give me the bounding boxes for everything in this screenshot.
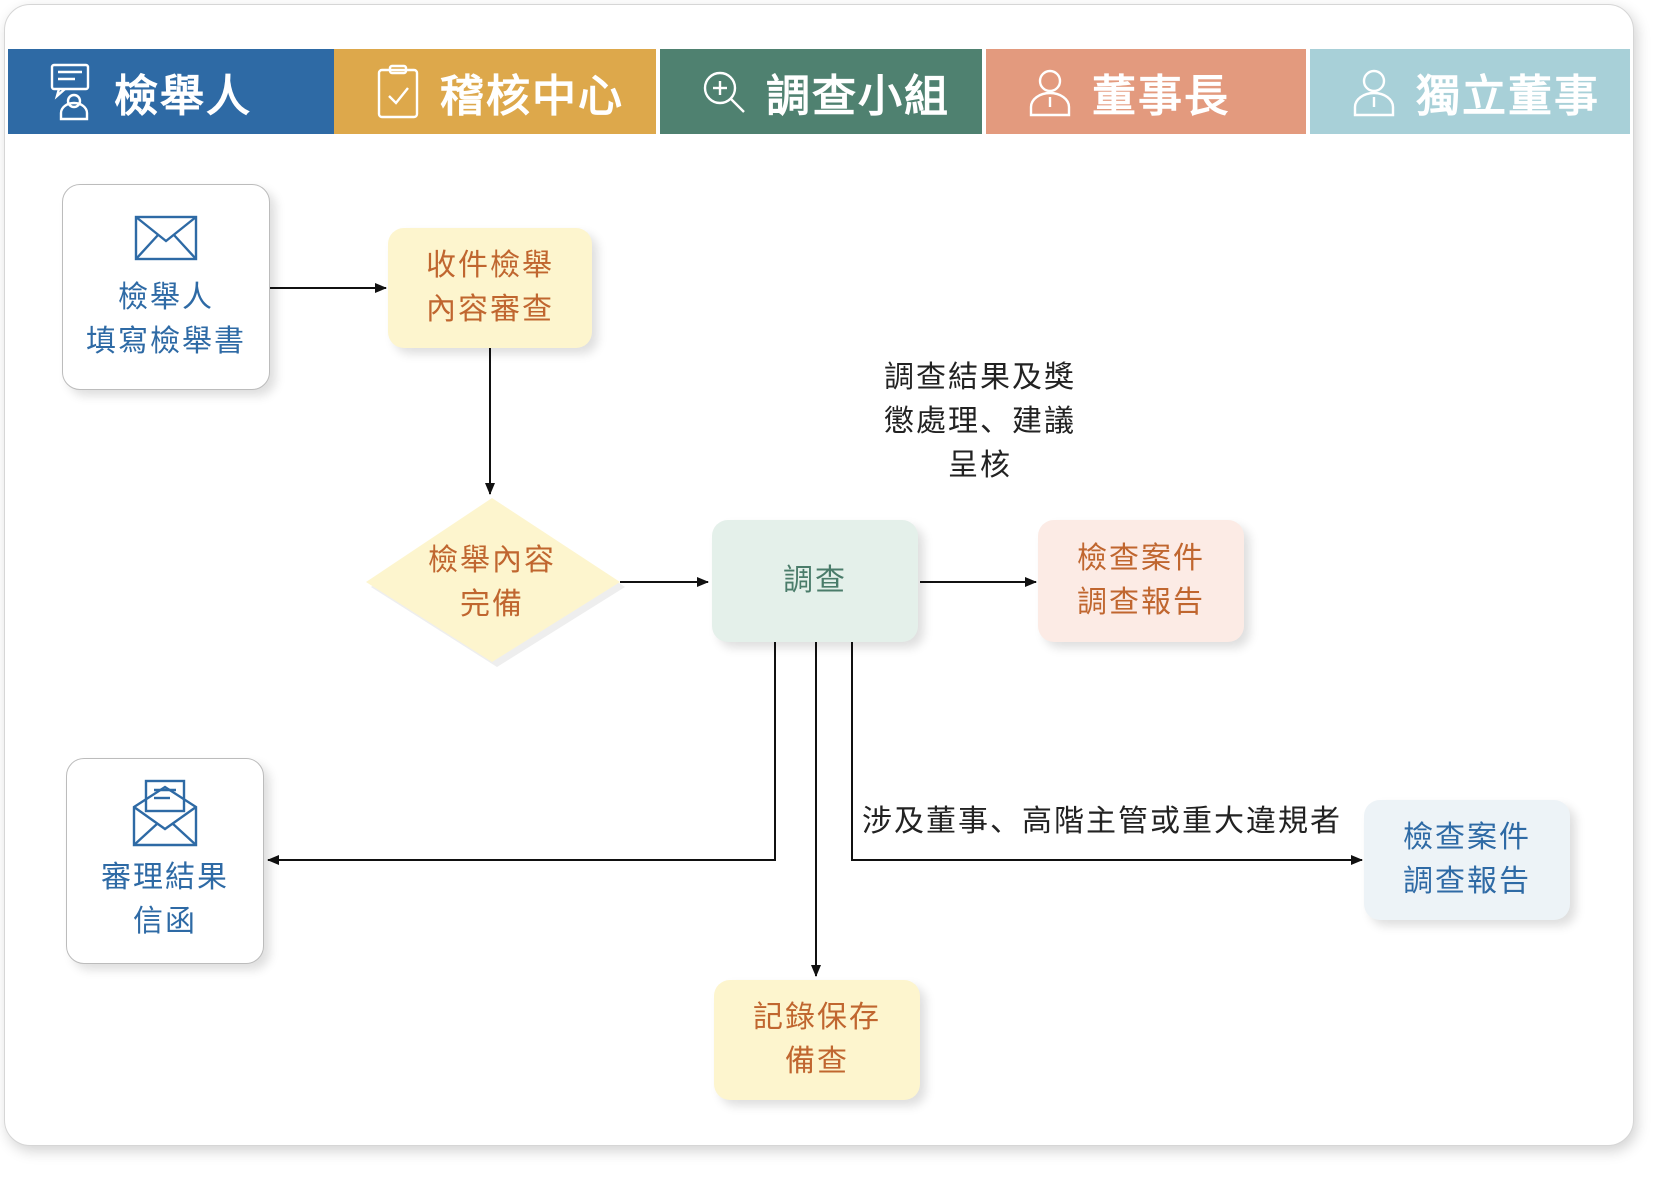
lane-label: 調查小組	[766, 70, 950, 122]
annotation-line: 懲處理、建議	[884, 404, 1076, 439]
node-text-line: 備查	[785, 1044, 849, 1079]
node-record-keep: 記錄保存 備查	[714, 980, 920, 1100]
lane-label: 董事長	[1092, 70, 1230, 122]
annotation-line: 涉及董事、高階主管或重大違規者	[862, 804, 1342, 839]
node-text-line: 收件檢舉	[426, 248, 554, 283]
node-text-line: 調查報告	[1077, 585, 1205, 620]
node-investigate: 調查	[712, 520, 918, 642]
annotation-escalation: 涉及董事、高階主管或重大違規者	[862, 800, 1342, 844]
lane-header-investigation-team: 調查小組	[660, 49, 982, 134]
node-report-chairman: 檢查案件 調查報告	[1038, 520, 1244, 642]
arrow-investigate-to-independent	[851, 642, 1363, 865]
lane-header-chairman: 董事長	[986, 49, 1306, 134]
node-text-line: 完備	[460, 587, 524, 622]
lane-label: 獨立董事	[1416, 70, 1600, 122]
envelope-icon	[134, 210, 198, 266]
node-text-line: 檢查案件	[1077, 541, 1205, 576]
node-reporter-form: 檢舉人 填寫檢舉書	[62, 184, 270, 390]
person-icon	[1026, 64, 1074, 120]
lane-header-independent-director: 獨立董事	[1310, 49, 1630, 134]
annotation-line: 調查結果及獎	[884, 360, 1076, 395]
open-letter-icon	[132, 778, 198, 848]
node-text-line: 信函	[133, 904, 197, 939]
lane-label: 檢舉人	[114, 70, 252, 122]
node-text-line: 調查報告	[1403, 864, 1531, 899]
node-text-line: 調查	[783, 563, 847, 598]
annotation-result-note: 調查結果及獎 懲處理、建議 呈核	[860, 356, 1100, 488]
annotation-line: 呈核	[948, 448, 1012, 483]
node-text-line: 審理結果	[101, 860, 229, 895]
node-complete-decision: 檢舉內容 完備	[392, 536, 592, 630]
node-text-line: 記錄保存	[753, 1000, 881, 1035]
node-text-line: 填寫檢舉書	[86, 324, 246, 359]
node-report-independent: 檢查案件 調查報告	[1364, 800, 1570, 920]
node-text-line: 檢舉內容	[428, 543, 556, 578]
clipboard-check-icon	[374, 64, 422, 120]
node-result-letter: 審理結果 信函	[66, 758, 264, 964]
magnifier-icon	[700, 64, 748, 120]
node-text-line: 檢舉人	[118, 280, 214, 315]
person-icon	[1350, 64, 1398, 120]
node-text-line: 檢查案件	[1403, 820, 1531, 855]
lane-header-reporter: 檢舉人	[8, 49, 334, 134]
user-message-icon	[48, 63, 96, 120]
lane-header-audit-center: 稽核中心	[334, 49, 656, 134]
node-text-line: 內容審查	[426, 292, 554, 327]
node-receive-review: 收件檢舉 內容審查	[388, 228, 592, 348]
lane-label: 稽核中心	[440, 70, 624, 122]
arrow-investigate-to-letter	[267, 642, 776, 865]
